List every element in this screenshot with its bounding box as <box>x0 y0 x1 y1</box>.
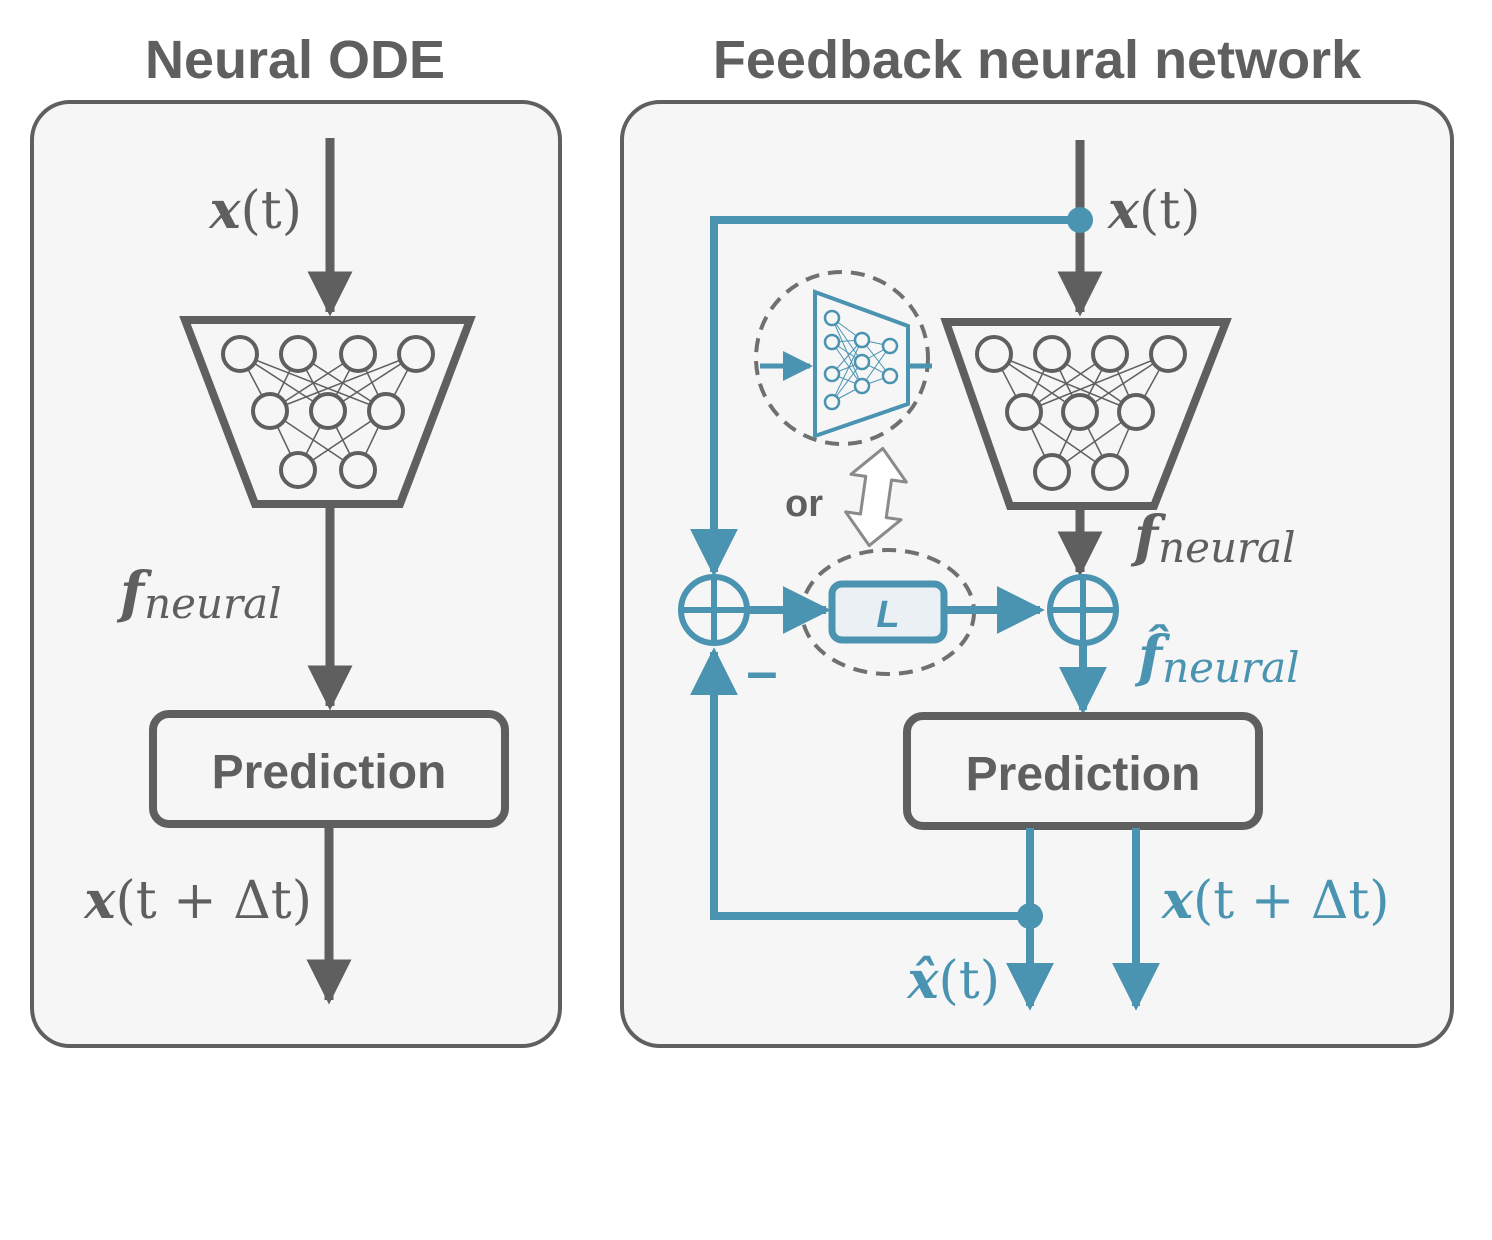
left-input-label: x(t) <box>209 180 303 241</box>
swap-arrow-icon <box>844 446 908 548</box>
left-output-label: x(t + Δt) <box>83 870 312 931</box>
right-feedforward-branch <box>690 216 1080 577</box>
alternative-network-option <box>754 270 932 446</box>
title-neural-ode: Neural ODE <box>145 30 445 90</box>
title-feedback-network: Feedback neural network <box>713 30 1362 90</box>
left-panel: x(t) fne <box>30 100 562 1048</box>
right-output-label: x(t + Δt) <box>1161 870 1390 931</box>
right-input-junction-dot <box>1067 207 1093 233</box>
left-fneural-label: fneural <box>116 560 282 628</box>
gain-l-label: L <box>876 594 899 636</box>
feedback-path <box>690 647 1030 920</box>
estimate-label: x̂(t) <box>907 950 1001 1011</box>
left-summing-junction-icon <box>678 574 750 646</box>
left-neural-network-icon <box>179 316 476 508</box>
or-label: or <box>785 483 823 525</box>
feedback-junction-dot <box>1017 903 1043 929</box>
right-summing-junction-icon <box>1047 574 1119 646</box>
left-prediction-box <box>149 710 509 828</box>
right-input-label: x(t) <box>1107 180 1201 241</box>
right-prediction-label: Prediction <box>966 748 1201 801</box>
left-prediction-label: Prediction <box>212 746 447 799</box>
right-neural-network-icon <box>940 318 1232 510</box>
minus-sign: – <box>746 639 777 702</box>
right-prediction-box <box>903 712 1263 830</box>
right-panel: x(t) fneural <box>620 100 1454 1048</box>
